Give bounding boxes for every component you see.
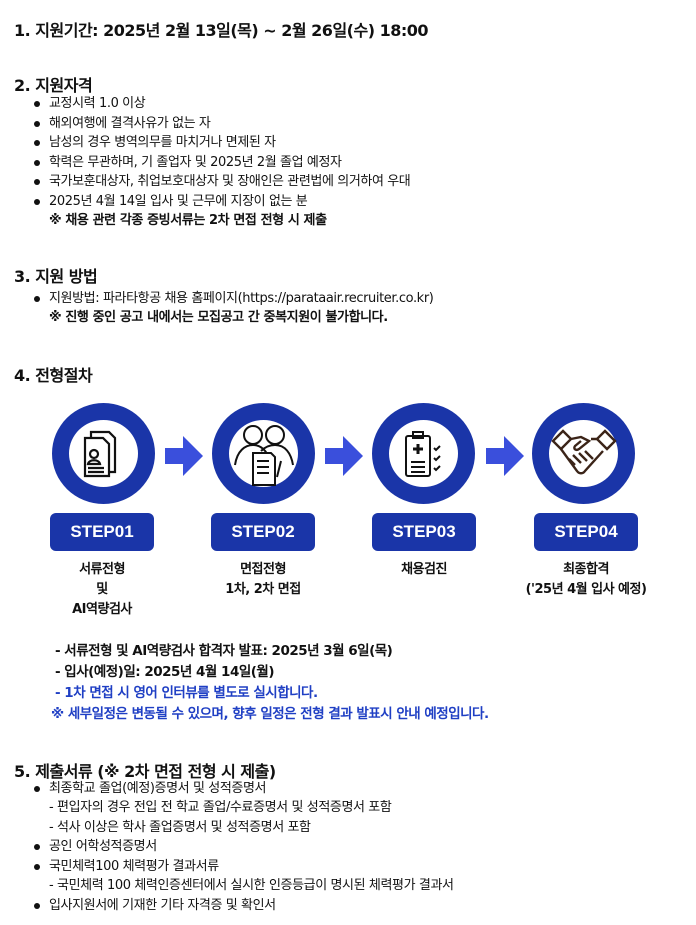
- list-item: 지원방법: 파라타항공 채용 홈페이지(https://parataair.re…: [34, 289, 434, 309]
- list-item: 최종학교 졸업(예정)증명서 및 성적증명서: [34, 779, 266, 799]
- list-item: 남성의 경우 병역의무를 마치거나 면제된 자: [34, 133, 276, 153]
- step-4-circle: [532, 403, 635, 504]
- list-item: 국민체력100 체력평가 결과서류: [34, 857, 219, 877]
- step-2-circle: [212, 403, 315, 504]
- list-item: 공인 어학성적증명서: [34, 837, 157, 857]
- arrow-right-icon: [325, 436, 363, 476]
- list-item: 입사지원서에 기재한 기타 자격증 및 확인서: [34, 896, 276, 916]
- list-sub-item: - 석사 이상은 학사 졸업증명서 및 성적증명서 포함: [49, 820, 311, 835]
- list-item: 국가보훈대상자, 취업보호대상자 및 장애인은 관련법에 의거하여 우대: [34, 172, 411, 192]
- section-3-note: ※ 진행 중인 공고 내에서는 모집공고 간 중복지원이 불가합니다.: [49, 310, 388, 325]
- step-label: 최종합격('25년 4월 입사 예정): [525, 562, 647, 597]
- step-1-circle: [52, 403, 155, 504]
- section-4-title: 4. 전형절차: [14, 366, 93, 385]
- section-2-note: ※ 채용 관련 각종 증빙서류는 2차 면접 전형 시 제출: [49, 213, 327, 228]
- list-item: 교정시력 1.0 이상: [34, 94, 146, 114]
- list-sub-item: - 국민체력 100 체력인증센터에서 실시한 인증등급이 명시된 체력평가 결…: [49, 878, 454, 893]
- handshake-icon: [550, 428, 617, 474]
- section-5-title: 5. 제출서류 (※ 2차 면접 전형 시 제출): [14, 762, 276, 781]
- step-label: 채용검진: [401, 562, 447, 577]
- schedule-note: - 서류전형 및 AI역량검사 합격자 발표: 2025년 3월 6일(목): [55, 643, 393, 659]
- step-3-circle: [372, 403, 475, 504]
- list-item: 2025년 4월 14일 입사 및 근무에 지장이 없는 분: [34, 192, 308, 212]
- step-badge: STEP01: [50, 513, 154, 551]
- step-badge: STEP04: [534, 513, 638, 551]
- schedule-note: ※ 세부일정은 변동될 수 있으며, 향후 일정은 전형 결과 발표시 안내 예…: [51, 706, 489, 722]
- step-badge: STEP03: [372, 513, 476, 551]
- list-sub-item: - 편입자의 경우 전입 전 학교 졸업/수료증명서 및 성적증명서 포함: [49, 800, 392, 815]
- interview-icon: [233, 424, 294, 486]
- list-item: 학력은 무관하며, 기 졸업자 및 2025년 2월 졸업 예정자: [34, 153, 342, 173]
- section-3-title: 3. 지원 방법: [14, 267, 98, 286]
- clipboard-medical-icon: [404, 430, 441, 477]
- arrow-right-icon: [165, 436, 203, 476]
- section-2-title: 2. 지원자격: [14, 76, 93, 95]
- document-person-icon: [83, 430, 116, 477]
- arrow-right-icon: [486, 436, 524, 476]
- list-item: 해외여행에 결격사유가 없는 자: [34, 114, 211, 134]
- section-1-title: 1. 지원기간: 2025년 2월 13일(목) ~ 2월 26일(수) 18:…: [14, 21, 429, 40]
- schedule-note: - 입사(예정)일: 2025년 4월 14일(월): [55, 664, 275, 680]
- step-badge: STEP02: [211, 513, 315, 551]
- schedule-note: - 1차 면접 시 영어 인터뷰를 별도로 실시합니다.: [55, 685, 318, 701]
